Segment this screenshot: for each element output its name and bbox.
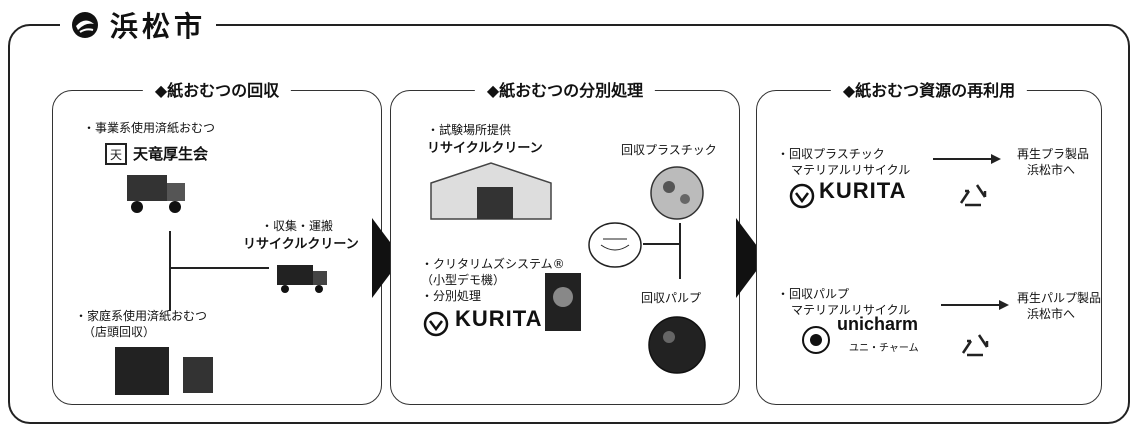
household-label-1: ・家庭系使用済紙おむつ <box>75 309 208 323</box>
reuse-plastic-result-2: 浜松市へ <box>1027 163 1076 177</box>
reuse-pulp-result-1: 再生パルプ製品 <box>1017 291 1102 305</box>
warehouse-icon <box>430 162 552 220</box>
unicharm-logo-icon <box>802 326 830 354</box>
transport-label: ・収集・運搬 <box>261 219 334 233</box>
recycle-icon <box>961 334 989 357</box>
panel-collection-title: ◆紙おむつの回収 <box>142 77 292 101</box>
panel-reuse-title: ◆紙おむつ資源の再利用 <box>830 77 1028 101</box>
reuse-pulp-company-sub: ユニ・チャーム <box>849 343 919 354</box>
panel-collection: ◆紙おむつの回収 ・事業系使用済紙おむつ 天竜厚生会 天 ・収集・運搬 リサイク… <box>52 77 382 405</box>
svg-text:天: 天 <box>110 148 122 162</box>
system-label-1: ・クリタリムズシステム® <box>421 257 565 271</box>
kurita-logo-icon <box>789 183 815 209</box>
page-title: 浜松市 <box>110 10 207 43</box>
reuse-pulp-label-1: ・回収パルプ <box>777 287 850 301</box>
plastic-pile-icon <box>650 166 704 220</box>
recycle-icon <box>959 184 987 207</box>
outer-frame <box>8 24 1130 424</box>
system-label-3: ・分別処理 <box>421 289 482 303</box>
diaper-icon <box>588 222 642 268</box>
connector-horizontal <box>169 267 269 269</box>
separator-connector-vertical <box>679 223 681 279</box>
provider-label: ・試験場所提供 <box>427 123 512 137</box>
separator-connector <box>643 243 679 245</box>
arrow-right-icon <box>941 300 1009 310</box>
system-company: KURITA <box>455 306 543 331</box>
machine-icon <box>545 273 581 331</box>
panel-separation-title: ◆紙おむつの分別処理 <box>474 77 656 101</box>
panel-reuse: ◆紙おむつ資源の再利用 ・回収プラスチック マテリアルリサイクル KURITA … <box>756 77 1102 405</box>
hamamatsu-logo-icon <box>72 12 98 38</box>
reuse-plastic-label-1: ・回収プラスチック <box>777 147 885 161</box>
business-label: ・事業系使用済紙おむつ <box>83 121 216 135</box>
truck-icon <box>277 265 327 293</box>
output-pulp-label: 回収パルプ <box>641 291 702 305</box>
reuse-pulp-label-2: マテリアルリサイクル <box>791 303 911 317</box>
reuse-plastic-result-1: 再生プラ製品 <box>1017 147 1090 161</box>
org-logo-icon: 天 <box>105 143 127 165</box>
collection-box-icon <box>115 347 169 395</box>
collection-box-small-icon <box>183 357 213 393</box>
arrow-right-icon <box>933 154 1001 164</box>
output-plastic-label: 回収プラスチック <box>621 143 717 157</box>
business-org: 天竜厚生会 <box>133 145 209 163</box>
reuse-pulp-company: unicharm <box>837 314 919 334</box>
truck-icon <box>127 175 185 213</box>
household-label-2: （店頭回収） <box>83 325 156 339</box>
system-label-2: （小型デモ機） <box>421 273 506 287</box>
transport-company: リサイクルクリーン <box>243 237 359 252</box>
reuse-plastic-label-2: マテリアルリサイクル <box>791 163 911 177</box>
connector-vertical <box>169 231 171 311</box>
kurita-logo-icon <box>423 311 449 337</box>
header: 浜松市 <box>60 8 217 43</box>
reuse-pulp-result-2: 浜松市へ <box>1027 307 1076 321</box>
reuse-plastic-company: KURITA <box>819 178 907 203</box>
panel-separation: ◆紙おむつの分別処理 ・試験場所提供 リサイクルクリーン 回収プラスチック ・ク… <box>390 77 740 405</box>
pulp-pile-icon <box>648 316 706 374</box>
provider-company: リサイクルクリーン <box>427 141 543 156</box>
